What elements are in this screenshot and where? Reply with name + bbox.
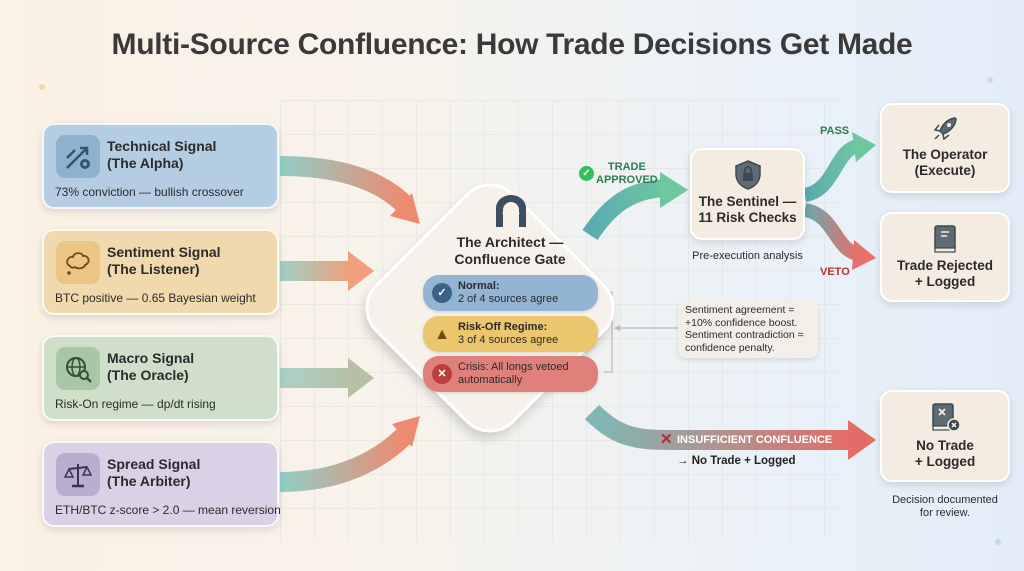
logbook-x-icon [932,403,961,432]
arrow-technical [279,156,413,213]
sparkle-decoration [39,84,45,90]
gate-title: The Architect —Confluence Gate [454,234,566,267]
arrow-sentiment-head [348,251,374,291]
card-sentiment-signal: Sentiment Signal(The Listener) BTC posit… [42,229,279,315]
no-trade-logged-label: → No Trade + Logged [677,455,796,467]
sparkle-decoration [995,539,1001,545]
arrow-macro [280,368,350,388]
page-title: Multi-Source Confluence: How Trade Decis… [111,28,913,61]
approved-check-icon: ✓ [579,166,594,181]
operator-box: The Operator(Execute) [880,103,1010,193]
card-spread-signal: Spread Signal(The Arbiter) ETH/BTC z-sco… [42,441,281,527]
warning-icon: ▲ [434,325,450,343]
arrow-insufficient-head [848,420,876,460]
rule-normal: ✓Normal:2 of 4 sources agree [423,275,598,311]
rocket-icon [933,117,957,141]
card-technical-signal: Technical Signal(The Alpha) 73% convicti… [42,123,279,209]
scales-icon [56,453,100,496]
shield-lock-icon [734,160,761,190]
signal-detail: BTC positive — 0.65 Bayesian weight [55,291,256,305]
signal-title: Sentiment Signal(The Listener) [107,244,221,277]
arrow-technical-head [390,193,420,224]
sentinel-box: The Sentinel —11 Risk Checks [690,148,805,240]
arrow-macro-head [348,358,374,398]
sentinel-caption: Pre-execution analysis [692,250,803,262]
arrow-approved [582,179,666,241]
arrow-spread [279,427,413,492]
arrow-spread-head [392,416,420,447]
arrow-pass [803,139,861,202]
arrow-pass-head [852,132,876,162]
card-macro-signal: Macro Signal(The Oracle) Risk-On regime … [42,335,279,421]
arrow-veto [803,203,861,261]
rule-risk-off: ▲Risk-Off Regime:3 of 4 sources agree [423,316,598,352]
note-connector-head [614,325,620,331]
pass-label: PASS [820,125,850,137]
veto-label: VETO [820,266,850,278]
sentiment-note: Sentiment agreement =+10% confidence boo… [678,300,818,358]
signal-detail: 73% conviction — bullish crossover [55,185,244,199]
signal-title: Spread Signal(The Arbiter) [107,456,201,489]
logbook-icon [934,225,956,253]
signal-title: Macro Signal(The Oracle) [107,350,195,383]
signal-detail: Risk-On regime — dp/dt rising [55,397,216,411]
globe-search-icon [56,347,100,390]
sparkle-decoration [987,77,993,83]
check-icon: ✓ [432,283,452,303]
no-trade-box: No Trade+ Logged [880,390,1010,482]
trend-gear-icon [56,135,100,178]
x-icon: ✕ [432,364,452,384]
arrow-approved-head [660,172,688,208]
signal-detail: ETH/BTC z-score > 2.0 — mean reversion [55,503,281,517]
insufficient-confluence-label: INSUFFICIENT CONFLUENCE [677,434,833,446]
arrow-veto-head [852,240,876,270]
rejected-box: Trade Rejected+ Logged [880,212,1010,302]
insufficient-x-icon: ✕ [660,431,673,448]
arrow-insufficient [584,404,850,450]
thought-bubble-icon [56,241,100,284]
arch-icon [496,195,526,227]
signal-title: Technical Signal(The Alpha) [107,138,217,171]
arrow-sentiment [280,261,350,281]
